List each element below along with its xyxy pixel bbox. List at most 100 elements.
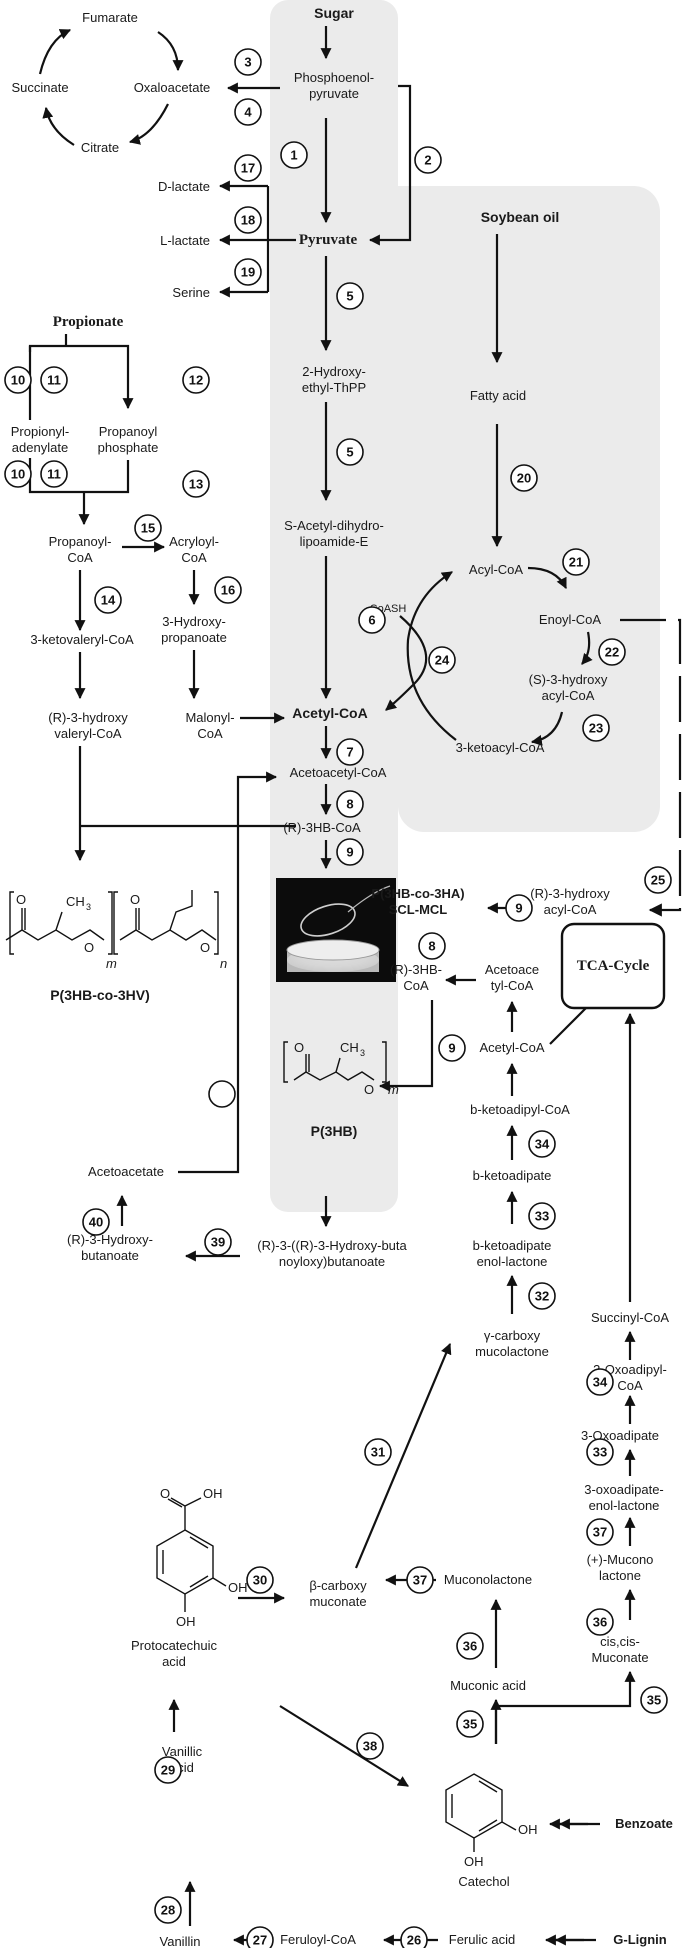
- malonyl-coa-label-2: CoA: [197, 726, 223, 741]
- r3-hydroxybutanoate-label-2: butanoate: [81, 1248, 139, 1263]
- oxaloacetate-label: Oxaloacetate: [134, 80, 211, 95]
- mucono-lactone-label: (+)-Mucono: [587, 1552, 654, 1567]
- step-9-circle: [438, 1034, 466, 1062]
- pep-label-2: pyruvate: [309, 86, 359, 101]
- malonyl-coa-label: Malonyl-: [185, 710, 234, 725]
- ferulic-acid-label: Ferulic acid: [449, 1932, 515, 1947]
- step-34-number: 34: [535, 1137, 550, 1152]
- enoyl-coa-label: Enoyl-CoA: [539, 612, 601, 627]
- step-9-number: 9: [346, 845, 353, 860]
- cis-cis-muconate-label: cis,cis-: [600, 1634, 640, 1649]
- arrow-ketoacyl-acylcoa: [406, 571, 457, 741]
- step-1-circle: [280, 141, 308, 169]
- dimer-label: (R)-3-((R)-3-Hydroxy-buta: [257, 1238, 407, 1253]
- step-34-number: 34: [593, 1375, 608, 1390]
- step-37-number: 37: [593, 1525, 607, 1540]
- step-5-number: 5: [346, 289, 353, 304]
- step-5-number: 5: [346, 445, 353, 460]
- hv-o2: O: [84, 940, 94, 955]
- step-21-circle: [562, 548, 590, 576]
- step-36-number: 36: [593, 1615, 607, 1630]
- step-21-number: 21: [569, 555, 583, 570]
- ketoacyl-coa-label: 3-ketoacyl-CoA: [456, 740, 545, 755]
- acyl-coa-label: Acyl-CoA: [469, 562, 524, 577]
- step-7-circle: [336, 738, 364, 766]
- d-lactate-label: D-lactate: [158, 179, 210, 194]
- step-19-number: 19: [241, 265, 255, 280]
- sugar-title: Sugar: [314, 5, 354, 21]
- soybean-column-panel: [398, 186, 660, 832]
- step-22-number: 22: [605, 645, 619, 660]
- succinyl-coa-label: Succinyl-CoA: [591, 1310, 669, 1325]
- arrow-acetoacetate-acetoacetylcoa: [178, 771, 278, 1174]
- cycle-arrow-oxaloacetate-citrate: [128, 103, 169, 145]
- serine-label: Serine: [172, 285, 210, 300]
- p3hb-co-3hv-structure: O CH 3 O O O m n: [5, 890, 227, 971]
- p3hb-co-3ha-label: P(3HB-co-3HA): [371, 886, 464, 901]
- b-ketoadipate-enol-lactone-label-2: enol-lactone: [477, 1254, 548, 1269]
- hydroxypropanoate-label: 3-Hydroxy-: [162, 614, 226, 629]
- r3-hydroxybutanoate-label: (R)-3-Hydroxy-: [67, 1232, 153, 1247]
- step-undefined-circle: [208, 1080, 236, 1108]
- step-15-number: 15: [141, 521, 155, 536]
- step-33-number: 33: [535, 1209, 549, 1224]
- step-8-number: 8: [428, 939, 435, 954]
- step-35-circle: [456, 1710, 484, 1738]
- step-10-circle: [4, 366, 32, 394]
- r3hv-coa-label: (R)-3-hydroxy: [48, 710, 128, 725]
- succinate-label: Succinate: [11, 80, 68, 95]
- p3hb-label: P(3HB): [311, 1123, 358, 1139]
- step-31-circle: [364, 1438, 392, 1466]
- step-33-circle: [528, 1202, 556, 1230]
- acetoacetyl-coa-right-label: Acetoace: [485, 962, 539, 977]
- acetyl-coa-label: Acetyl-CoA: [292, 705, 367, 721]
- hv-o1: O: [16, 892, 26, 907]
- step-1-number: 1: [290, 148, 297, 163]
- step-2-number: 2: [424, 153, 431, 168]
- 3-oxoadipate-enol-lactone-label-2: enol-lactone: [589, 1498, 660, 1513]
- s3-hydroxyacyl-coa-label: (S)-3-hydroxy: [529, 672, 608, 687]
- step-16-circle: [214, 576, 242, 604]
- pca-oh1-label: OH: [203, 1486, 223, 1501]
- l-lactate-label: L-lactate: [160, 233, 210, 248]
- step-23-number: 23: [589, 721, 603, 736]
- catechol-oh1-label: OH: [518, 1822, 538, 1837]
- feruloyl-coa-label: Feruloyl-CoA: [280, 1932, 356, 1947]
- propionyl-adenylate-label-2: adenylate: [12, 440, 68, 455]
- step-3-number: 3: [244, 55, 251, 70]
- p3hb-o2-label: O: [364, 1082, 374, 1097]
- step-37-circle: [586, 1518, 614, 1546]
- step-9-number: 9: [515, 901, 522, 916]
- step-38-circle: [356, 1732, 384, 1760]
- step-34-circle: [586, 1368, 614, 1396]
- r3hb-coa-right-label: (R)-3HB-: [390, 962, 442, 977]
- step-8-circle: [418, 932, 446, 960]
- r3hb-coa-right-label-2: CoA: [403, 978, 429, 993]
- step-37-number: 37: [413, 1573, 427, 1588]
- step-17-circle: [234, 154, 262, 182]
- s3-hydroxyacyl-coa-label-2: acyl-CoA: [542, 688, 595, 703]
- step-15-circle: [134, 514, 162, 542]
- step-19-circle: [234, 258, 262, 286]
- protocatechuic-acid-structure: O OH OH OH: [156, 1486, 248, 1629]
- step-9-number: 9: [448, 1041, 455, 1056]
- acetoacetyl-coa-right-label-2: tyl-CoA: [491, 978, 534, 993]
- step-23-circle: [582, 714, 610, 742]
- step-9-circle: [336, 838, 364, 866]
- step-20-circle: [510, 464, 538, 492]
- step-18-circle: [234, 206, 262, 234]
- step-38-number: 38: [363, 1739, 377, 1754]
- step-11-number: 11: [47, 467, 61, 482]
- arrow-enoylcoa-s3hydroxy: [581, 631, 593, 665]
- step-34-circle: [528, 1130, 556, 1158]
- cycle-arrow-citrate-succinate: [42, 106, 75, 146]
- step-10-number: 10: [11, 467, 25, 482]
- b-ketoadipate-label: b-ketoadipate: [473, 1168, 552, 1183]
- step-40-circle: [82, 1208, 110, 1236]
- pep-label: Phosphoenol-: [294, 70, 374, 85]
- protocatechuic-acid-label-2: acid: [162, 1654, 186, 1669]
- benzoate-label: Benzoate: [615, 1816, 673, 1831]
- step-10-circle: [4, 460, 32, 488]
- cis-cis-muconate-label-2: Muconate: [591, 1650, 648, 1665]
